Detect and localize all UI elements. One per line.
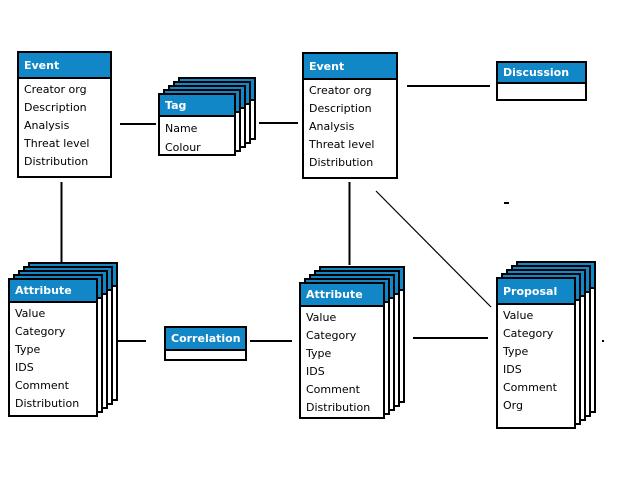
stray-mark	[504, 202, 509, 204]
entity-tag-stack: Tag Name Colour	[158, 77, 256, 156]
entity-title: Attribute	[306, 288, 363, 301]
card-body: Value Category Type IDS Comment Distribu…	[10, 303, 96, 413]
entity-field: Distribution	[15, 397, 80, 410]
entity-field: Comment	[503, 381, 557, 394]
card-header: Correlation	[166, 328, 245, 351]
entity-title: Attribute	[15, 284, 72, 297]
entity-field: Threat level	[24, 137, 90, 150]
card-header: Discussion	[498, 63, 585, 84]
entity-discussion: Discussion	[496, 61, 587, 101]
entity-title: Correlation	[171, 332, 241, 345]
card-body: Value Category Type IDS Comment Distribu…	[301, 307, 383, 417]
entity-event-right: Event Creator org Description Analysis T…	[302, 52, 398, 179]
card-body: Creator org Description Analysis Threat …	[304, 80, 396, 172]
entity-attribute-left: Attribute Value Category Type IDS Commen…	[8, 278, 98, 417]
card-body: Creator org Description Analysis Threat …	[19, 79, 110, 171]
entity-event-left: Event Creator org Description Analysis T…	[17, 51, 112, 178]
entity-title: Tag	[165, 98, 187, 112]
card-body	[166, 351, 245, 353]
entity-title: Event	[309, 59, 345, 73]
entity-field: IDS	[15, 361, 34, 374]
entity-field: Org	[503, 399, 523, 412]
entity-field: Category	[15, 325, 66, 338]
entity-field: Value	[503, 309, 534, 322]
entity-title: Proposal	[503, 284, 558, 298]
entity-field: Description	[309, 102, 372, 115]
entity-proposal: Proposal Value Category Type IDS Comment…	[496, 277, 576, 429]
entity-field: Creator org	[309, 84, 372, 97]
entity-field: Type	[503, 345, 529, 358]
stray-mark	[602, 340, 604, 342]
entity-field: Type	[15, 343, 41, 356]
card-header: Event	[304, 54, 396, 80]
entity-field: Distribution	[24, 155, 89, 168]
entity-field: Type	[306, 347, 332, 360]
entity-attribute-middle: Attribute Value Category Type IDS Commen…	[299, 282, 385, 419]
entity-field: Value	[15, 307, 46, 320]
entity-field: Analysis	[309, 120, 355, 133]
card-header: Attribute	[10, 280, 96, 303]
entity-field: Analysis	[24, 119, 70, 132]
entity-tag: Tag Name Colour	[158, 93, 236, 156]
entity-field: Name	[165, 122, 198, 135]
entity-field: IDS	[306, 365, 325, 378]
entity-title: Discussion	[503, 66, 570, 79]
card-header: Attribute	[301, 284, 383, 307]
card-body	[498, 84, 585, 86]
entity-field: Distribution	[306, 401, 371, 414]
entity-field: Category	[306, 329, 357, 342]
card-body: Name Colour	[160, 117, 234, 157]
entity-field: Comment	[15, 379, 69, 392]
entity-correlation: Correlation	[164, 326, 247, 361]
entity-attribute-middle-stack: Attribute Value Category Type IDS Commen…	[299, 266, 405, 419]
entity-field: Threat level	[309, 138, 375, 151]
card-header: Tag	[160, 95, 234, 117]
card-body: Value Category Type IDS Comment Org	[498, 305, 574, 415]
entity-field: Creator org	[24, 83, 87, 96]
entity-field: Colour	[165, 141, 201, 154]
card-header: Proposal	[498, 279, 574, 305]
entity-title: Event	[24, 58, 60, 72]
entity-field: Comment	[306, 383, 360, 396]
entity-field: Description	[24, 101, 87, 114]
entity-proposal-stack: Proposal Value Category Type IDS Comment…	[496, 261, 596, 429]
entity-attribute-left-stack: Attribute Value Category Type IDS Commen…	[8, 262, 118, 417]
entity-field: Distribution	[309, 156, 374, 169]
entity-field: Value	[306, 311, 337, 324]
entity-field: IDS	[503, 363, 522, 376]
card-header: Event	[19, 53, 110, 79]
entity-field: Category	[503, 327, 554, 340]
